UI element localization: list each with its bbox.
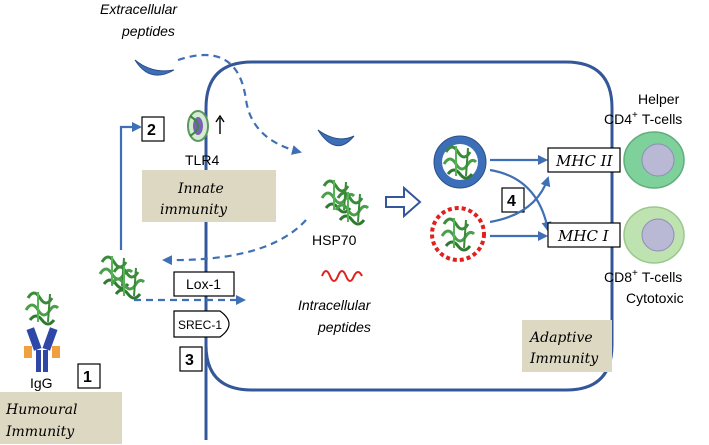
step-1-number: 1 xyxy=(83,369,92,386)
srec1-label: SREC-1 xyxy=(178,318,222,332)
hsp70-intracellular-peptide-complex-icon xyxy=(430,206,486,262)
cd4-label: CD4+T-cells xyxy=(604,110,682,127)
mhc2-label: MHC II xyxy=(555,152,614,170)
humoural-label-1: Humoural xyxy=(5,402,77,418)
innate-label-2: immunity xyxy=(160,202,228,218)
igg-antibody-icon xyxy=(24,327,60,372)
step-3-number: 3 xyxy=(185,352,194,369)
hsp70-bound-peptide-icon xyxy=(317,129,355,146)
helper-t-cell-icon xyxy=(623,131,685,189)
processing-arrow xyxy=(385,185,422,219)
innate-label-1: Innate xyxy=(177,181,224,197)
intracellular-label-2: peptides xyxy=(317,319,371,335)
extracellular-label-1: Extracellular xyxy=(100,1,178,17)
extracellular-peptide-icon xyxy=(134,59,175,76)
humoural-label-2: Immunity xyxy=(5,424,75,440)
adaptive-label-1: Adaptive xyxy=(528,330,593,346)
humoural-immunity-box xyxy=(0,392,122,444)
hsp70-label: HSP70 xyxy=(312,232,357,248)
srec1-receptor xyxy=(173,310,230,338)
helper-label: Helper xyxy=(638,91,680,107)
hsp70-protein-icon-2 xyxy=(334,190,370,226)
cytotoxic-label: Cytotoxic xyxy=(626,290,684,306)
hsp70-to-tlr4-arrow xyxy=(119,122,142,250)
peptide-to-hsp70-arrow xyxy=(177,53,302,155)
up-arrow-icon xyxy=(215,114,225,134)
cell-membrane xyxy=(204,60,614,440)
mhc1-label: MHC I xyxy=(557,227,610,245)
intracellular-peptide-icon xyxy=(321,270,363,282)
innate-immunity-box xyxy=(142,170,276,222)
intracellular-label-1: Intracellular xyxy=(298,297,372,313)
step-4-number: 4 xyxy=(507,193,516,210)
step-1-box xyxy=(77,363,101,389)
step-2-number: 2 xyxy=(147,122,156,139)
step-4-box xyxy=(501,187,525,213)
mhc1-box xyxy=(547,222,621,248)
tlr4-receptor-icon xyxy=(187,110,209,142)
step-3-box xyxy=(179,346,203,372)
step-2-box xyxy=(141,116,165,142)
lox1-label: Lox-1 xyxy=(186,276,221,292)
complex-to-mhc1-arrow-a xyxy=(489,168,552,232)
adaptive-immunity-box xyxy=(522,320,612,372)
igg-label: IgG xyxy=(30,375,53,391)
tlr4-label: TLR4 xyxy=(185,152,219,168)
complex-to-mhc2-arrow-b xyxy=(489,176,551,224)
hsp70-release-arrow xyxy=(162,219,307,266)
cytotoxic-t-cell-icon xyxy=(623,206,685,264)
extracellular-label-2: peptides xyxy=(121,23,175,39)
antibody-bound-hsp70-icon xyxy=(24,290,60,326)
hsp70-extracellular-peptide-complex-icon xyxy=(433,135,487,189)
lox1-receptor xyxy=(173,271,235,297)
mhc2-box xyxy=(547,147,621,173)
cd8-label: CD8+T-cells xyxy=(604,268,682,285)
adaptive-label-2: Immunity xyxy=(529,351,599,367)
